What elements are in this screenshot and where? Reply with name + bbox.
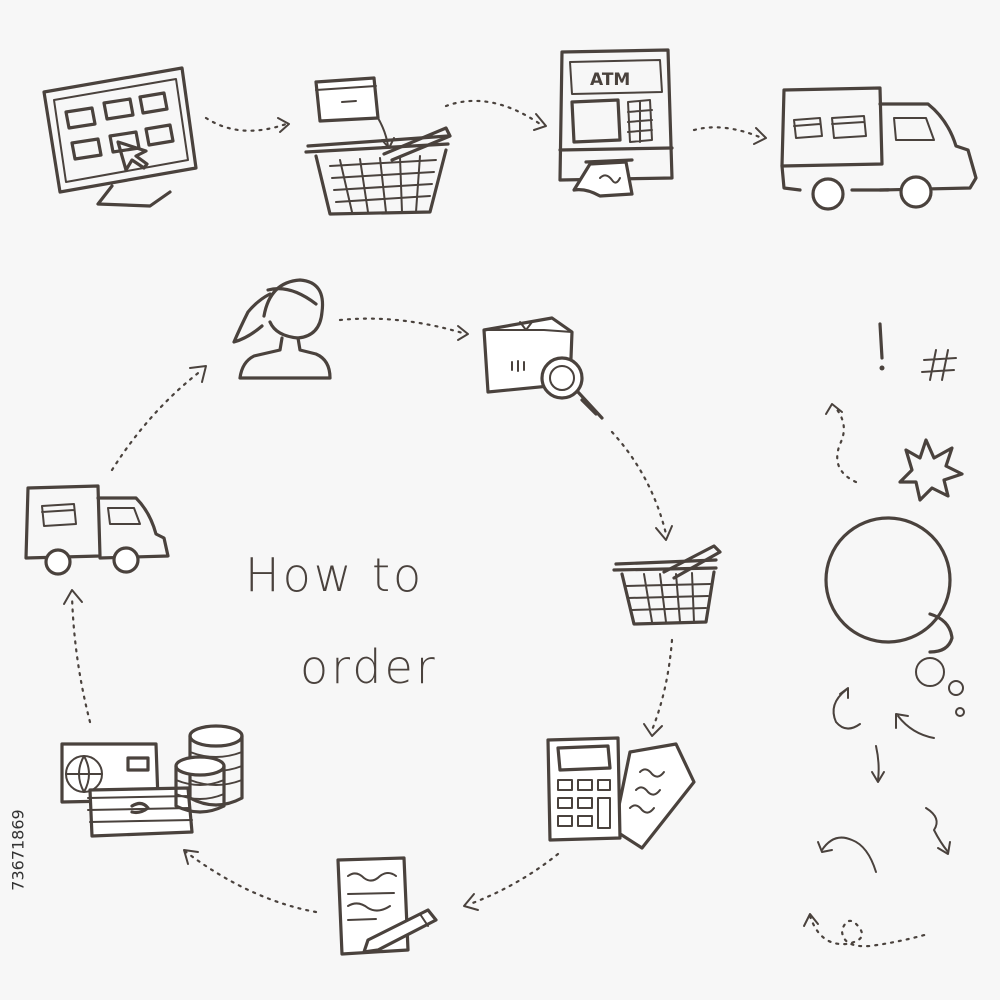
arrow-cycle-7 <box>110 365 207 472</box>
stock-id-text: 73671869 <box>8 809 28 891</box>
calculator-receipt-icon <box>546 736 696 850</box>
exclamation-icon <box>878 322 885 371</box>
burst-icon <box>898 438 964 502</box>
arrow-cycle-6 <box>63 589 92 724</box>
diagram-title-line1: How to <box>245 548 425 602</box>
arrow-top-2 <box>444 99 547 131</box>
monitor-with-cursor-icon <box>42 66 198 208</box>
atm-label: ATM <box>590 70 630 90</box>
arrow-cycle-1 <box>338 317 469 341</box>
stock-id-watermark: 73671869 <box>8 780 28 920</box>
arrow-cycle-2 <box>610 430 673 541</box>
card-and-coins-icon <box>60 724 244 838</box>
customer-avatar-icon <box>232 278 332 380</box>
delivery-truck-icon <box>24 484 170 576</box>
diagram-title-line2: order <box>300 640 438 694</box>
curved-arrow-icon <box>803 687 951 948</box>
arrow-top-3 <box>692 126 767 145</box>
curved-arrow-up-icon <box>825 403 858 484</box>
shopping-basket-icon <box>612 544 722 626</box>
delivery-truck-icon-top <box>780 86 978 211</box>
order-form-pencil-icon <box>336 856 438 956</box>
arrow-cycle-4 <box>463 852 560 911</box>
arrow-cycle-3 <box>643 638 674 737</box>
hash-icon <box>921 349 957 381</box>
thought-bubble-icon <box>824 516 965 717</box>
package-magnifier-icon <box>482 316 604 420</box>
package-into-basket-icon <box>304 76 452 216</box>
arrow-top-1 <box>204 116 290 133</box>
arrow-cycle-5 <box>183 849 318 914</box>
atm-machine-icon: ATM <box>558 48 674 198</box>
